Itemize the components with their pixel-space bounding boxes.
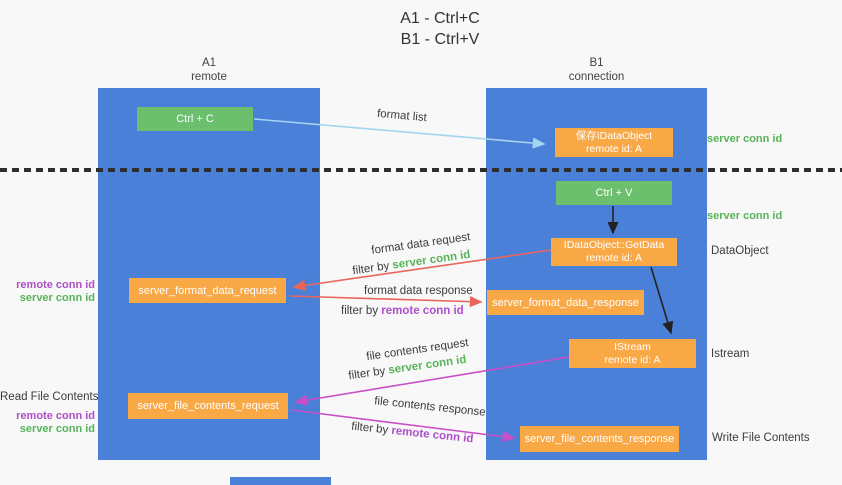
node-server-format-data-request-label: server_format_data_request bbox=[138, 284, 277, 297]
format-data-response-label: format data response bbox=[364, 285, 473, 297]
filter-by-text: filter by bbox=[341, 305, 382, 317]
node-save-idataobject-line2: remote id: A bbox=[585, 142, 643, 155]
lifeline-b1-header: B1 connection bbox=[486, 56, 707, 84]
node-server-format-data-response-label: server_format_data_response bbox=[492, 296, 639, 309]
istream-label: Istream bbox=[711, 348, 750, 360]
lifeline-b1-name: B1 bbox=[589, 57, 604, 69]
remote-conn-id-text: remote conn id bbox=[381, 305, 464, 317]
node-server-format-data-response[interactable]: server_format_data_response bbox=[487, 290, 644, 315]
node-istream-line2: remote id: A bbox=[604, 353, 661, 366]
bottom-blue-bar bbox=[230, 477, 331, 485]
node-istream[interactable]: IStream remote id: A bbox=[569, 339, 696, 368]
lifeline-a1-header: A1 remote bbox=[98, 56, 320, 84]
node-server-file-contents-response-label: server_file_contents_response bbox=[524, 433, 675, 445]
write-file-contents-label: Write File Contents bbox=[712, 432, 810, 444]
lifeline-a1-name: A1 bbox=[201, 57, 217, 69]
title-line-1: A1 - Ctrl+C bbox=[400, 10, 480, 27]
node-server-file-contents-request[interactable]: server_file_contents_request bbox=[128, 393, 288, 419]
node-ctrl-c-label: Ctrl + C bbox=[176, 113, 214, 125]
node-ctrl-v-label: Ctrl + V bbox=[595, 187, 633, 199]
node-idataobject-getdata-line2: remote id: A bbox=[585, 252, 643, 264]
node-ctrl-v[interactable]: Ctrl + V bbox=[556, 181, 672, 205]
lifeline-a1-role: remote bbox=[191, 71, 227, 83]
phase-separator-dotted-line bbox=[0, 168, 842, 172]
node-idataobject-getdata[interactable]: IDataObject::GetData remote id: A bbox=[551, 238, 677, 266]
format-list-label: format list bbox=[376, 107, 428, 125]
remote-conn-id-text: remote conn id bbox=[390, 424, 474, 446]
left-remote-conn-id-1: remote conn id bbox=[16, 279, 95, 291]
filter-by-server-conn-id-label-1: filter by server conn id bbox=[352, 249, 471, 277]
node-server-format-data-request[interactable]: server_format_data_request bbox=[129, 278, 286, 303]
node-istream-line1: IStream bbox=[614, 340, 651, 353]
node-server-file-contents-request-label: server_file_contents_request bbox=[137, 400, 279, 412]
file-contents-response-label: file contents response bbox=[373, 395, 487, 419]
diagram-title: A1 - Ctrl+C B1 - Ctrl+V bbox=[340, 8, 540, 50]
filter-by-text: filter by bbox=[351, 259, 394, 278]
node-save-idataobject-line1: 保存IDataObject bbox=[575, 129, 653, 142]
read-file-contents-label: Read File Contents bbox=[0, 391, 99, 403]
lifeline-b1-role: connection bbox=[568, 71, 625, 83]
filter-by-text: filter by bbox=[350, 420, 393, 437]
left-server-conn-id-1: server conn id bbox=[19, 292, 95, 304]
dataobject-label: DataObject bbox=[711, 245, 769, 257]
title-line-2: B1 - Ctrl+V bbox=[400, 31, 480, 48]
filter-by-remote-conn-id-label-2: filter by remote conn id bbox=[351, 421, 474, 446]
right-server-conn-id-1: server conn id bbox=[707, 133, 783, 145]
right-server-conn-id-2: server conn id bbox=[707, 210, 783, 222]
left-server-conn-id-2: server conn id bbox=[19, 423, 95, 435]
filter-by-text: filter by bbox=[347, 364, 390, 383]
node-server-file-contents-response[interactable]: server_file_contents_response bbox=[520, 426, 679, 452]
node-idataobject-getdata-line1: IDataObject::GetData bbox=[563, 239, 665, 251]
node-save-idataobject[interactable]: 保存IDataObject remote id: A bbox=[555, 128, 673, 157]
node-ctrl-c[interactable]: Ctrl + C bbox=[137, 107, 253, 131]
left-remote-conn-id-2: remote conn id bbox=[16, 410, 95, 422]
filter-by-remote-conn-id-label-1: filter by remote conn id bbox=[341, 305, 464, 317]
